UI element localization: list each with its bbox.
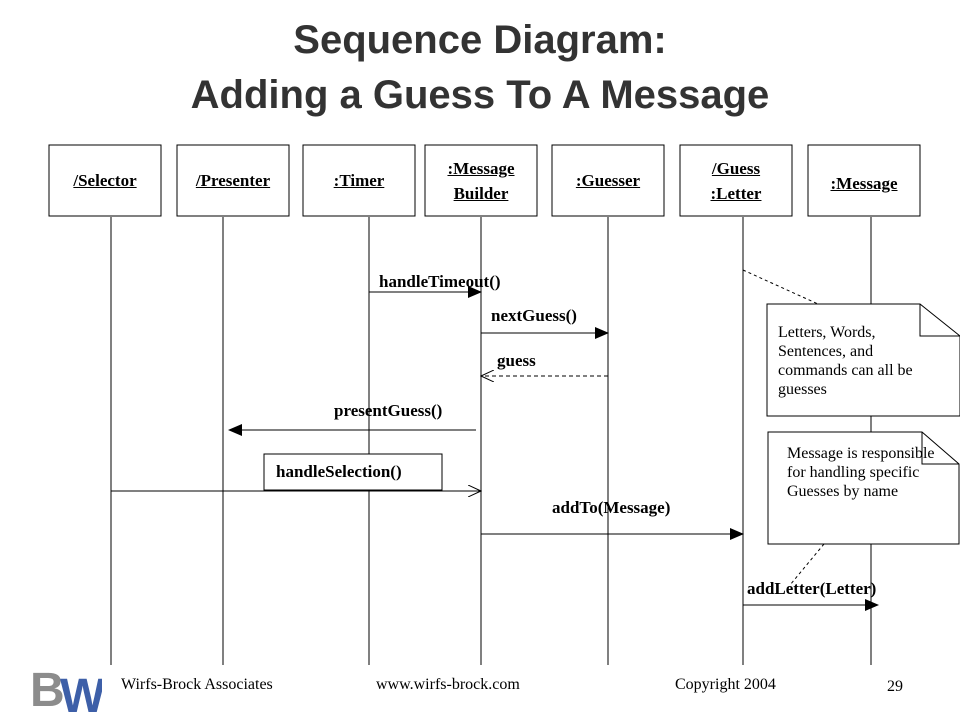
object-box-guess-letter <box>679 144 793 217</box>
object-box-message <box>807 144 921 217</box>
object-box-message-builder <box>424 144 538 217</box>
slide-title-line-2: Adding a Guess To A Message <box>190 73 770 117</box>
logo-letter-w: W <box>60 670 102 715</box>
footer-website[interactable]: www.wirfs-brock.com <box>376 676 520 693</box>
message-label-add-to: addTo(Message) <box>552 498 671 517</box>
logo-letter-b: B <box>30 664 65 715</box>
object-box-guesser <box>551 144 665 217</box>
note-guesses-shape <box>766 303 960 417</box>
object-label-guesser: :Guesser <box>575 171 641 190</box>
object-box-selector <box>48 144 162 217</box>
note-text-guesses: Letters, Words, Sentences, and commands … <box>778 324 913 398</box>
note-message-shape <box>767 431 960 545</box>
message-label-handle-selection: handleSelection() <box>276 462 402 481</box>
object-label-message-builder: :Message Builder <box>447 158 515 203</box>
slide-title-line-1: Sequence Diagram: <box>293 18 667 62</box>
object-label-message: :Message <box>830 174 898 193</box>
object-label-presenter: /Presenter <box>195 171 271 190</box>
object-box-timer <box>302 144 416 217</box>
object-label-selector: /Selector <box>73 171 137 190</box>
object-box-presenter <box>176 144 290 217</box>
object-label-guess-letter: /Guess :Letter <box>710 158 762 203</box>
message-label-handle-timeout: handleTimeout() <box>379 272 501 291</box>
note-connector-message <box>789 543 825 586</box>
footer-copyright: Copyright 2004 <box>675 676 776 693</box>
wirfs-brock-logo: B W <box>30 664 102 715</box>
object-label-timer: :Timer <box>333 171 385 190</box>
note-text-message: Message is responsible for handling spec… <box>787 445 935 500</box>
message-label-add-letter: addLetter(Letter) <box>747 579 877 598</box>
message-label-present-guess: presentGuess() <box>334 401 443 420</box>
note-connector-guesses <box>742 269 819 305</box>
handle-selection-frame <box>263 453 443 491</box>
footer-company: Wirfs-Brock Associates <box>121 676 273 693</box>
page-number: 29 <box>887 678 903 695</box>
message-label-next-guess: nextGuess() <box>491 306 577 325</box>
message-label-guess: guess <box>497 351 536 370</box>
